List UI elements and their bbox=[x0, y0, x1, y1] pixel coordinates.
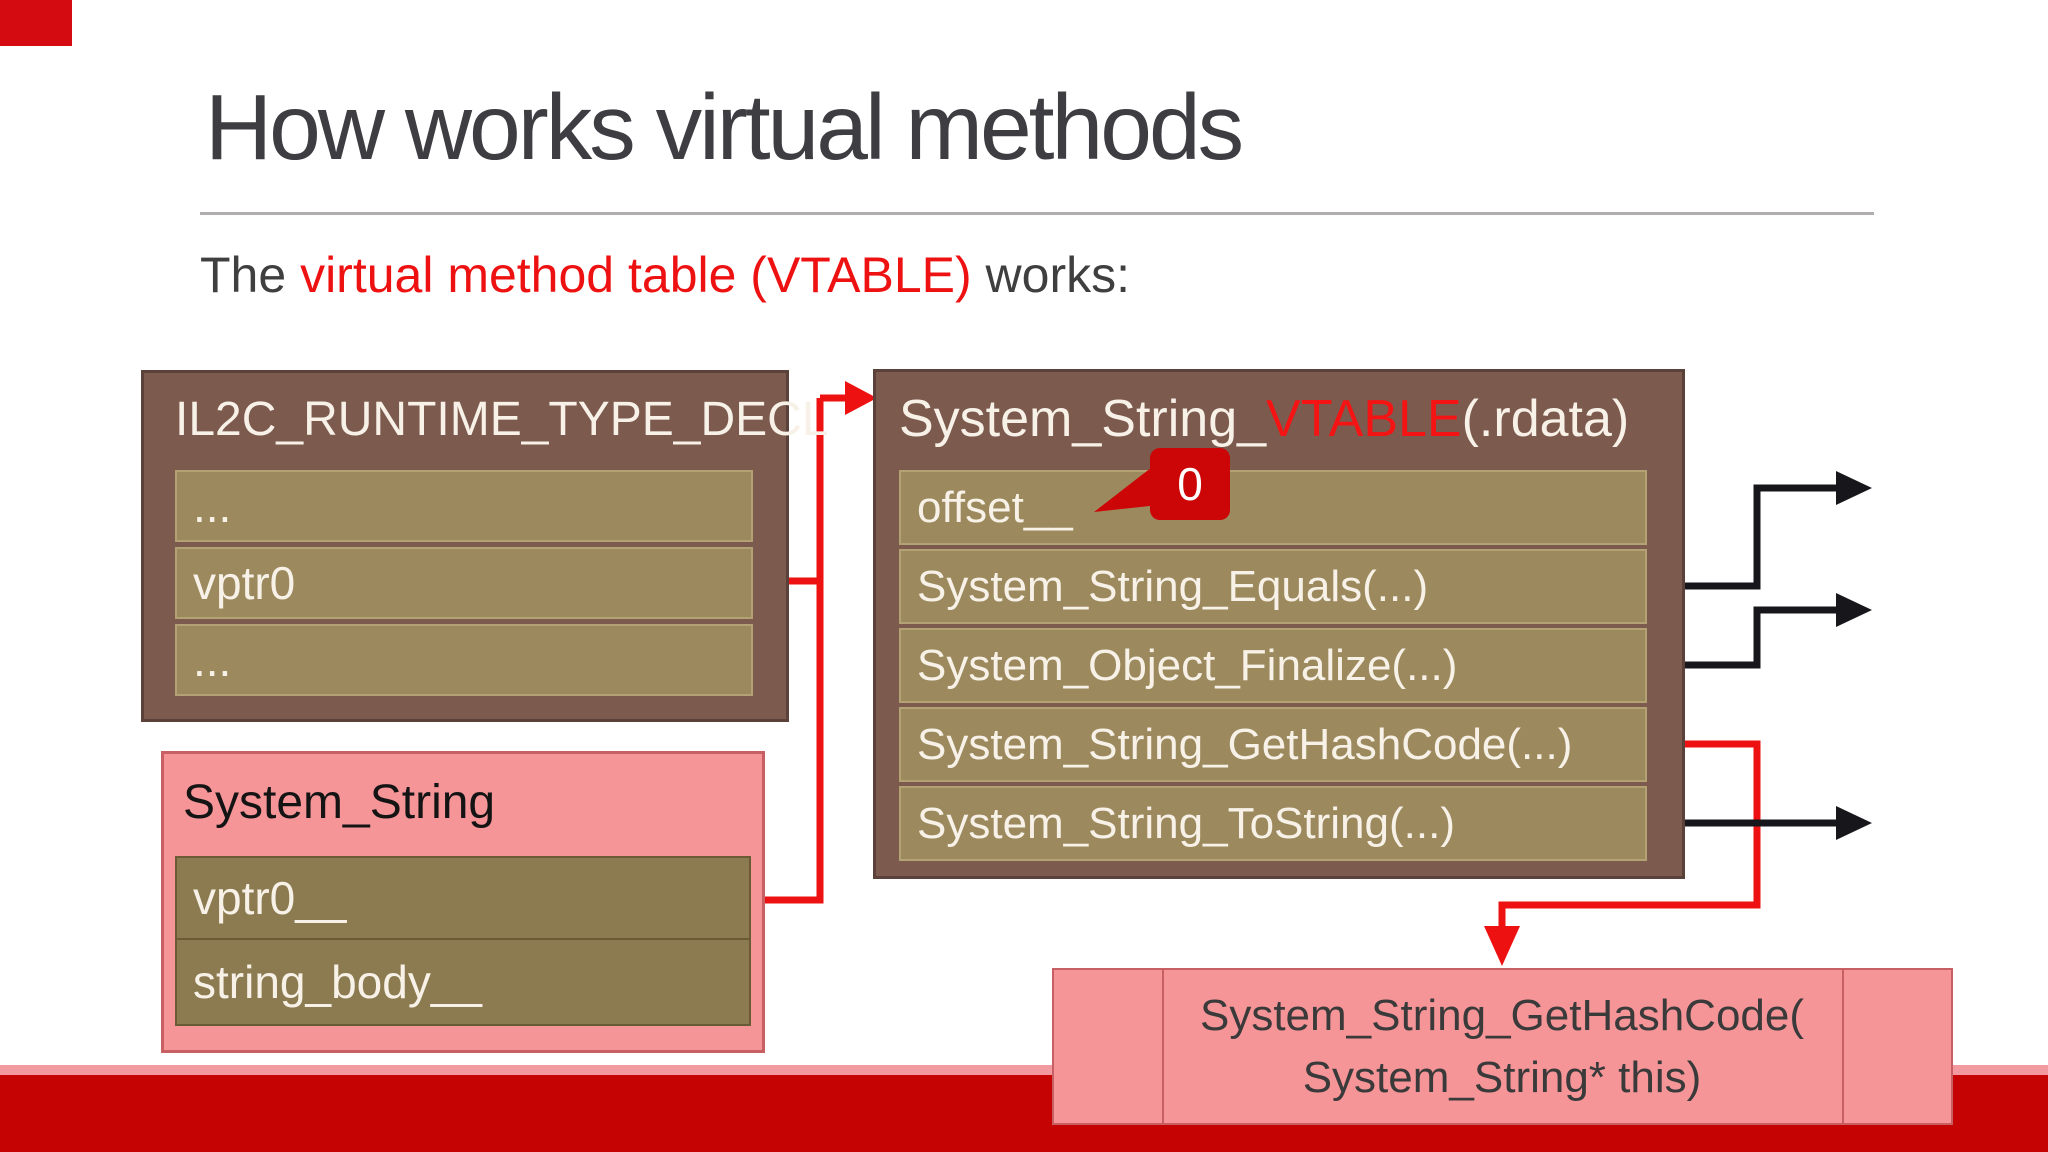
result-box-divider-left bbox=[1162, 968, 1164, 1125]
subtitle-prefix: The bbox=[200, 247, 301, 303]
offset-callout: 0 bbox=[1150, 448, 1230, 520]
runtime-row-ellipsis-2: ... bbox=[175, 624, 753, 696]
vtable-row-offset: offset__ bbox=[899, 470, 1647, 545]
page-title: How works virtual methods bbox=[205, 75, 1244, 179]
result-call-line2: System_String* this) bbox=[1302, 1052, 1702, 1102]
vtable-title-prefix: System_String_ bbox=[899, 389, 1267, 448]
red-arrowhead-result bbox=[1484, 926, 1520, 966]
vtable-title-suffix: (.rdata) bbox=[1461, 389, 1630, 448]
result-box-divider-right bbox=[1842, 968, 1844, 1125]
result-call-box bbox=[1052, 968, 1953, 1125]
runtime-type-decl-title: IL2C_RUNTIME_TYPE_DECL bbox=[175, 392, 829, 446]
vtable-row-gethashcode: System_String_GetHashCode(...) bbox=[899, 707, 1647, 782]
black-arrowhead-tostring bbox=[1836, 806, 1872, 840]
vtable-row-equals: System_String_Equals(...) bbox=[899, 549, 1647, 624]
runtime-row-vptr0: vptr0 bbox=[175, 547, 753, 619]
vtable-title: System_String_VTABLE (.rdata) bbox=[899, 369, 1629, 468]
string-row-string-body: string_body__ bbox=[175, 938, 751, 1026]
black-arrowhead-equals bbox=[1836, 471, 1872, 505]
subtitle-suffix: works: bbox=[971, 247, 1131, 303]
result-call-text: System_String_GetHashCode( System_String… bbox=[1162, 968, 1842, 1125]
corner-red-badge bbox=[0, 0, 72, 46]
footer-strip bbox=[0, 1065, 2048, 1075]
vtable-row-tostring: System_String_ToString(...) bbox=[899, 786, 1647, 861]
system-string-title: System_String bbox=[183, 776, 496, 829]
black-arrowhead-finalize bbox=[1836, 593, 1872, 627]
subtitle-highlight: virtual method table (VTABLE) bbox=[300, 247, 972, 303]
vtable-title-highlight: VTABLE bbox=[1266, 389, 1462, 448]
vtable-row-finalize: System_Object_Finalize(...) bbox=[899, 628, 1647, 703]
subtitle: The virtual method table (VTABLE) works: bbox=[200, 246, 1130, 304]
string-row-vptr0: vptr0__ bbox=[175, 856, 751, 940]
result-call-line1: System_String_GetHashCode( bbox=[1199, 990, 1805, 1040]
runtime-row-ellipsis-1: ... bbox=[175, 470, 753, 542]
title-divider bbox=[200, 212, 1874, 215]
